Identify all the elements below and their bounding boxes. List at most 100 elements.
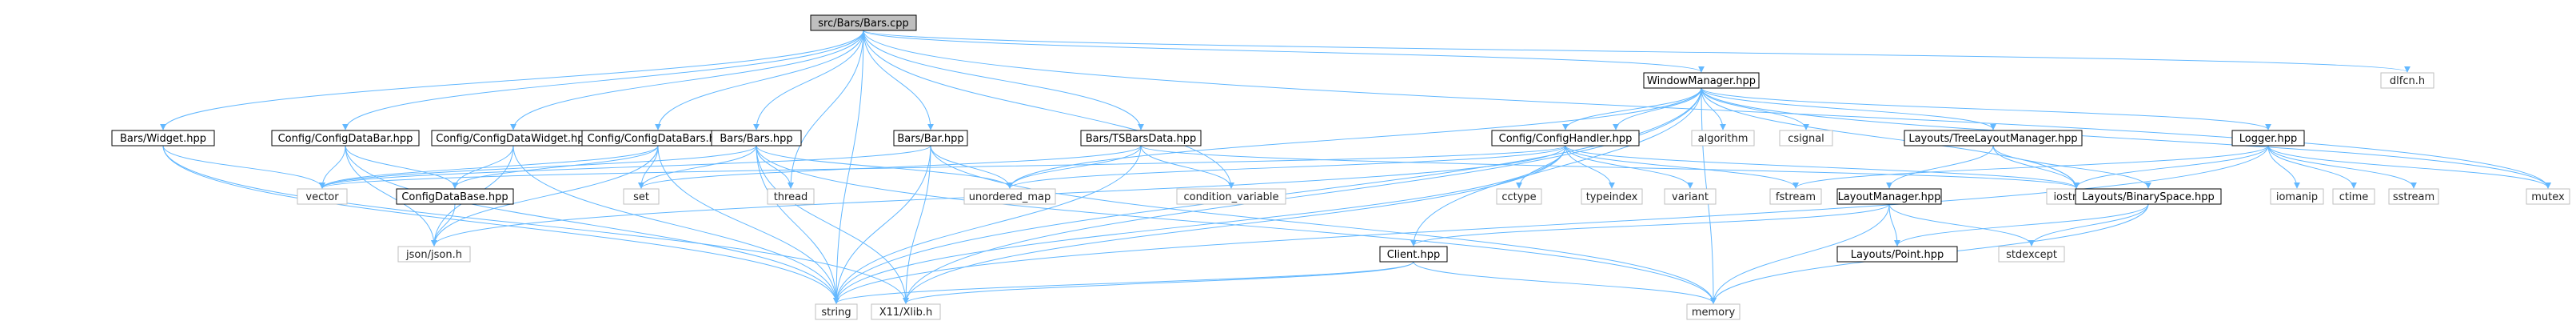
edge-tsbars-to-iostream bbox=[1140, 145, 2080, 189]
node-root[interactable]: src/Bars/Bars.cpp bbox=[810, 14, 917, 31]
node-barhpp-label: Bars/Bar.hpp bbox=[897, 133, 963, 145]
edge-cdbars-to-json bbox=[431, 145, 659, 247]
node-stdexcept: stdexcept bbox=[1998, 246, 2065, 263]
node-tsbars-box bbox=[1080, 130, 1202, 146]
node-cdbars[interactable]: Config/ConfigDataBars.hpp bbox=[581, 130, 735, 146]
edge-cdbar-to-json bbox=[345, 145, 437, 247]
node-client-label: Client.hpp bbox=[1387, 249, 1441, 261]
node-iomanip-box bbox=[2270, 188, 2324, 205]
edge-cdbar-to-cdbase bbox=[345, 145, 458, 189]
edge-root-to-wm bbox=[863, 30, 1705, 73]
edge-cfghandler-to-variant bbox=[1565, 145, 1693, 189]
edge-wm-to-client bbox=[1410, 87, 1702, 247]
node-client[interactable]: Client.hpp bbox=[1379, 246, 1448, 263]
edge-barhpp-to-vector bbox=[319, 145, 931, 189]
edge-cfghandler-to-vector bbox=[319, 145, 1566, 189]
edge-cfghandler-to-string bbox=[833, 145, 1566, 304]
node-variant: variant bbox=[1664, 188, 1717, 205]
edge-widget-to-vector bbox=[162, 145, 325, 189]
node-tsbars[interactable]: Bars/TSBarsData.hpp bbox=[1080, 130, 1202, 146]
edge-wm-to-mutex bbox=[1701, 87, 2551, 189]
node-cdbar-label: Config/ConfigDataBar.hpp bbox=[278, 133, 413, 145]
node-wm[interactable]: WindowManager.hpp bbox=[1643, 72, 1760, 89]
node-point-label: Layouts/Point.hpp bbox=[1851, 249, 1944, 261]
node-xlib: X11/Xlib.h bbox=[871, 303, 941, 320]
edge-barhpp-to-xlib bbox=[903, 145, 931, 304]
edge-layoutmgr-to-client bbox=[1410, 203, 1890, 247]
edge-logger-to-ctime bbox=[2267, 145, 2357, 189]
edge-wm-to-algorithm bbox=[1701, 87, 1726, 130]
node-set-label: set bbox=[633, 191, 649, 203]
edge-cdbar-to-string bbox=[345, 145, 839, 304]
edge-root-to-dlfcn bbox=[863, 30, 2411, 73]
node-barhpp[interactable]: Bars/Bar.hpp bbox=[893, 130, 968, 146]
edge-cdwidget-to-string bbox=[512, 145, 839, 304]
edge-widget-to-xlib bbox=[162, 145, 909, 304]
node-point[interactable]: Layouts/Point.hpp bbox=[1836, 246, 1958, 263]
edge-layoutmgr-to-point bbox=[1888, 203, 1900, 247]
node-thread-box bbox=[767, 188, 815, 205]
node-treelm[interactable]: Layouts/TreeLayoutManager.hpp bbox=[1904, 130, 2083, 146]
node-fstream-box bbox=[1769, 188, 1822, 205]
edge-layoutmgr-to-stdexcept bbox=[1888, 203, 2035, 247]
node-cdbar[interactable]: Config/ConfigDataBar.hpp bbox=[271, 130, 420, 146]
edge-logger-to-sstream bbox=[2267, 145, 2417, 189]
node-json-label: json/json.h bbox=[405, 249, 462, 261]
edge-client-to-memory bbox=[1413, 261, 1717, 304]
node-root-box bbox=[810, 14, 917, 31]
node-barshpp[interactable]: Bars/Bars.hpp bbox=[711, 130, 802, 146]
node-cfghandler[interactable]: Config/ConfigHandler.hpp bbox=[1491, 130, 1640, 146]
node-cfghandler-box bbox=[1491, 130, 1640, 146]
edge-treelm-to-layoutmgr bbox=[1886, 145, 1994, 189]
node-variant-label: variant bbox=[1672, 191, 1709, 203]
edge-tsbars-to-condvar bbox=[1140, 145, 1234, 189]
edge-tsbars-to-string bbox=[833, 145, 1142, 304]
node-barshpp-label: Bars/Bars.hpp bbox=[720, 133, 792, 145]
node-logger[interactable]: Logger.hpp bbox=[2231, 130, 2305, 146]
node-csignal-box bbox=[1779, 130, 1833, 146]
node-typeindex: typeindex bbox=[1581, 188, 1643, 205]
node-string-box bbox=[815, 303, 858, 320]
edge-logger-to-string bbox=[833, 145, 2269, 304]
edge-logger-to-mutex bbox=[2267, 145, 2551, 189]
edge-root-to-cdbar bbox=[342, 30, 864, 130]
edge-cfghandler-to-iostream bbox=[1565, 145, 2080, 189]
node-binspace[interactable]: Layouts/BinarySpace.hpp bbox=[2075, 188, 2222, 205]
edge-barshpp-to-string bbox=[756, 145, 839, 304]
node-algorithm: algorithm bbox=[1691, 130, 1755, 146]
node-json: json/json.h bbox=[397, 246, 471, 263]
node-dlfcn: dlfcn.h bbox=[2380, 72, 2434, 89]
edge-wm-to-xlib bbox=[903, 87, 1702, 304]
node-widget-label: Bars/Widget.hpp bbox=[120, 133, 206, 145]
edge-wm-to-cfghandler bbox=[1562, 87, 1702, 130]
node-memory-box bbox=[1686, 303, 1741, 320]
node-stdexcept-box bbox=[1998, 246, 2065, 263]
edge-root-to-string bbox=[833, 30, 864, 304]
edges-layer bbox=[160, 30, 2551, 304]
node-tsbars-label: Bars/TSBarsData.hpp bbox=[1086, 133, 1197, 145]
node-thread: thread bbox=[767, 188, 815, 205]
node-widget[interactable]: Bars/Widget.hpp bbox=[111, 130, 215, 146]
node-wm-label: WindowManager.hpp bbox=[1647, 75, 1756, 87]
edge-layoutmgr-to-memory bbox=[1710, 203, 1890, 304]
edge-cdbase-to-json bbox=[431, 203, 456, 247]
node-condvar-label: condition_variable bbox=[1183, 191, 1278, 203]
edge-barshpp-to-set bbox=[638, 145, 757, 189]
node-cdwidget[interactable]: Config/ConfigDataWidget.hpp bbox=[431, 130, 596, 146]
edge-cdbars-to-cdbase bbox=[452, 145, 659, 189]
node-binspace-box bbox=[2075, 188, 2222, 205]
edge-wm-to-csignal bbox=[1701, 87, 1809, 130]
node-typeindex-box bbox=[1581, 188, 1643, 205]
node-vector-box bbox=[297, 188, 348, 205]
node-layoutmgr[interactable]: LayoutManager.hpp bbox=[1836, 188, 1942, 205]
node-set: set bbox=[623, 188, 660, 205]
edge-client-to-string bbox=[833, 261, 1414, 304]
node-umap-box bbox=[963, 188, 1056, 205]
node-point-box bbox=[1836, 246, 1958, 263]
edge-widget-to-string bbox=[162, 145, 839, 304]
node-cdbase[interactable]: ConfigDataBase.hpp bbox=[396, 188, 514, 205]
node-client-box bbox=[1379, 246, 1448, 263]
edge-barhpp-to-umap bbox=[930, 145, 1013, 189]
edge-binspace-to-stdexcept bbox=[2028, 203, 2149, 247]
node-cdbase-box bbox=[396, 188, 514, 205]
